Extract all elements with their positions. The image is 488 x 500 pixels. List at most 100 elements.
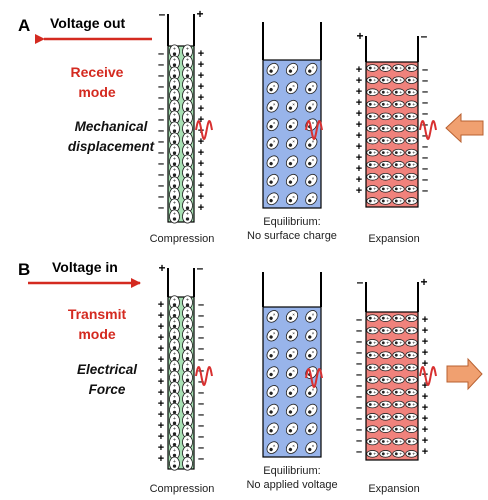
dipole-negative-dot — [269, 180, 273, 184]
dipole-plus: + — [309, 157, 315, 164]
surface-charge-left: + — [356, 64, 362, 76]
dipole-body — [366, 136, 379, 145]
dipole-negative-dot — [394, 175, 398, 179]
dipole-plus: + — [397, 329, 403, 332]
panel-a-letter: A — [18, 16, 31, 35]
dipole: + — [366, 413, 379, 421]
dipole: + — [305, 403, 318, 417]
surface-charge-right: + — [198, 114, 204, 126]
dipole-plus: + — [384, 391, 390, 394]
dipole-plus: + — [186, 135, 189, 141]
dipole-negative-dot — [172, 217, 177, 221]
dipole-plus: + — [186, 448, 189, 454]
dipole-negative-dot — [368, 427, 372, 431]
dipole-negative-dot — [172, 453, 177, 458]
dipole-negative-dot — [269, 316, 273, 320]
surface-charge-right: – — [422, 130, 428, 142]
dipole-plus: + — [410, 452, 416, 455]
dipole-body — [405, 339, 418, 347]
surface-charge-left: – — [356, 424, 362, 436]
dipole-negative-dot — [407, 415, 411, 419]
dipole-body — [379, 376, 392, 384]
dipole-negative-dot — [394, 341, 398, 345]
dipole: + — [405, 185, 418, 193]
dipole-body — [392, 363, 405, 372]
dipole-negative-dot — [185, 63, 190, 67]
dipole: + — [405, 450, 418, 458]
dipole-plus: + — [371, 67, 377, 70]
dipole-negative-dot — [185, 85, 190, 89]
dipole-plus: + — [290, 406, 296, 413]
dipole-plus: + — [384, 415, 390, 418]
surface-charge-left: + — [356, 163, 362, 175]
dipole-plus: + — [173, 91, 176, 97]
dipole-plus: + — [397, 79, 403, 82]
dipole-plus: + — [371, 428, 377, 431]
surface-charge-left: – — [356, 325, 362, 337]
surface-charge-right: + — [198, 92, 204, 104]
surface-charge-left: – — [158, 125, 164, 137]
dipole: + — [405, 172, 418, 181]
dipole-plus: + — [309, 368, 315, 375]
dipole-body — [379, 363, 392, 372]
dipole: + — [182, 456, 193, 471]
dipole-plus: + — [271, 65, 277, 72]
surface-charge-left: + — [356, 108, 362, 120]
dipole-body — [392, 425, 405, 433]
dipole: + — [366, 64, 379, 72]
dipole-plus: + — [384, 428, 390, 431]
dipole-negative-dot — [185, 313, 190, 318]
dipole: + — [379, 172, 392, 181]
dipole-plus: + — [186, 384, 189, 390]
surface-charge-right: – — [422, 174, 428, 186]
dipole: + — [366, 425, 379, 433]
dipole-body — [405, 351, 418, 359]
crystal-compression-a: ++++++++++++++++++++++++++++++++–+––––––… — [158, 7, 213, 224]
dipole: + — [285, 173, 299, 187]
dipole-negative-dot — [185, 184, 190, 188]
dipole-negative-dot — [172, 184, 177, 188]
dipole-negative-dot — [407, 90, 411, 94]
dipole-body — [366, 351, 379, 359]
dipole-negative-dot — [288, 447, 293, 452]
dipole: + — [379, 112, 392, 121]
dipole: + — [366, 112, 379, 121]
dipole-negative-dot — [394, 329, 398, 332]
dipole-plus: + — [173, 168, 176, 174]
dipole-plus: + — [186, 124, 189, 130]
dipole-body — [366, 76, 379, 84]
surface-charge-left: – — [356, 413, 362, 425]
dipole: + — [405, 124, 418, 133]
dipole-negative-dot — [308, 429, 312, 433]
dipole-plus: + — [309, 139, 315, 146]
dipole: + — [285, 99, 299, 113]
dipole-body — [379, 314, 392, 322]
dipole-negative-dot — [172, 74, 177, 78]
dipole: + — [405, 148, 418, 157]
dipole-negative-dot — [407, 66, 411, 70]
dipole-plus: + — [309, 443, 315, 450]
dipole-negative-dot — [407, 329, 411, 332]
dipole-negative-dot — [394, 440, 398, 443]
surface-charge-left: – — [158, 180, 164, 192]
caption-expansion-a: Expansion — [368, 233, 420, 245]
dipole: + — [266, 136, 279, 150]
dipole-negative-dot — [368, 102, 372, 106]
dipole: + — [392, 148, 405, 157]
dipole-body — [366, 112, 379, 121]
dipole-negative-dot — [269, 447, 273, 452]
dipole-plus: + — [384, 151, 390, 154]
dipole-body — [182, 209, 193, 224]
dipole-plus: + — [173, 362, 176, 368]
dipole-plus: + — [290, 349, 296, 356]
surface-charge-left: + — [356, 174, 362, 186]
dipole: + — [182, 165, 193, 180]
dipole: + — [392, 437, 405, 446]
dipole-plus: + — [384, 91, 390, 94]
dipole-plus: + — [290, 157, 296, 164]
dipole-body — [392, 339, 405, 347]
dipole-plus: + — [271, 83, 277, 90]
dipole-negative-dot — [185, 464, 190, 468]
dipole-negative-dot — [368, 378, 372, 382]
